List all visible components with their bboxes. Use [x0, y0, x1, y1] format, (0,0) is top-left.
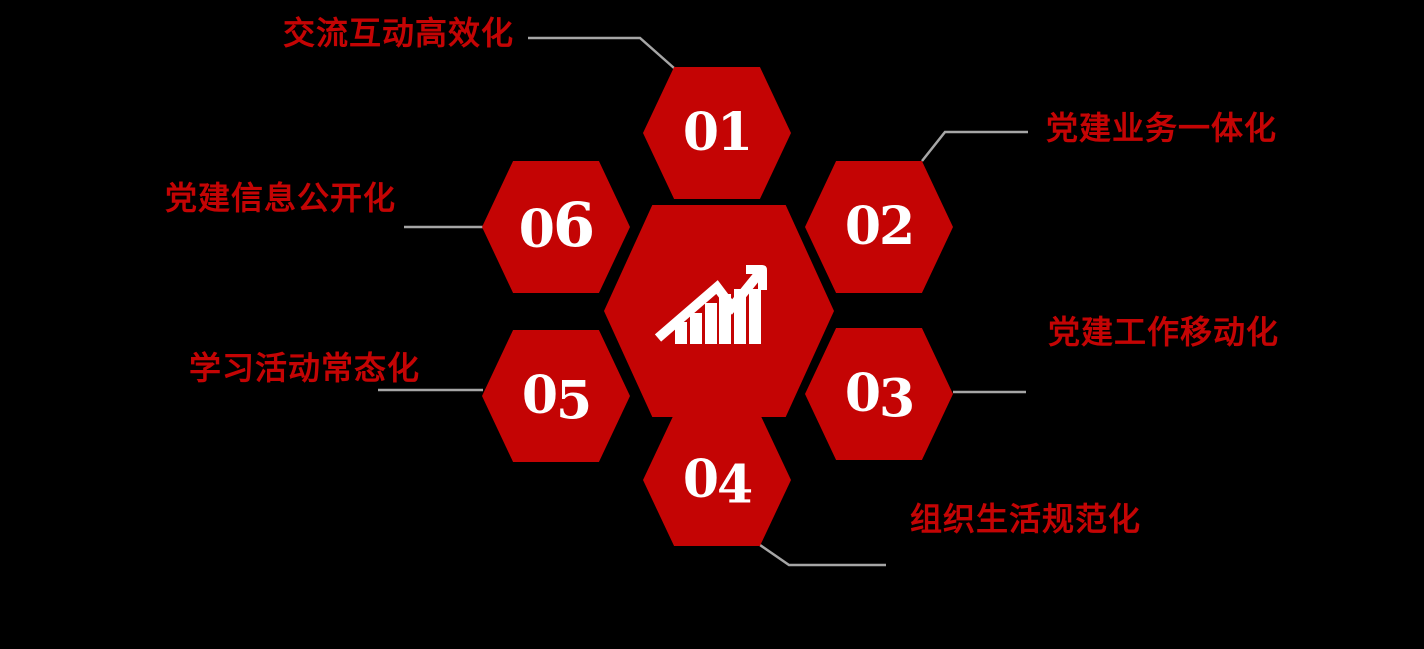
- hexagon-item-01: 01: [643, 67, 791, 199]
- label-item-01: 交流互动高效化: [283, 15, 515, 51]
- hexagon-number-03: 03: [844, 363, 915, 430]
- label-item-04: 组织生活规范化: [910, 501, 1142, 537]
- hexagon-item-06: 06: [482, 161, 630, 293]
- label-item-05: 学习活动常态化: [189, 350, 421, 386]
- connector-line-02: [921, 130, 1028, 162]
- label-item-03: 党建工作移动化: [1048, 314, 1280, 350]
- hexagon-number-02: 02: [844, 196, 915, 257]
- hexagon-item-03: 03: [805, 328, 953, 460]
- connector-line-04: [759, 543, 886, 567]
- label-item-02: 党建业务一体化: [1046, 110, 1278, 146]
- hexagon-number-01: 01: [682, 102, 753, 163]
- label-item-06: 党建信息公开化: [165, 180, 397, 216]
- connector-line-01: [528, 36, 675, 69]
- hexagon-number-06: 06: [518, 189, 596, 261]
- hexagon-item-04: 04: [643, 414, 791, 546]
- hexagon-number-04: 04: [682, 449, 753, 516]
- growth-chart-icon: [654, 265, 767, 344]
- hexagon-number-05: 05: [521, 365, 592, 432]
- center-hexagon: [604, 205, 834, 417]
- hexagon-item-05: 05: [482, 330, 630, 462]
- hexagon-item-02: 02: [805, 161, 953, 293]
